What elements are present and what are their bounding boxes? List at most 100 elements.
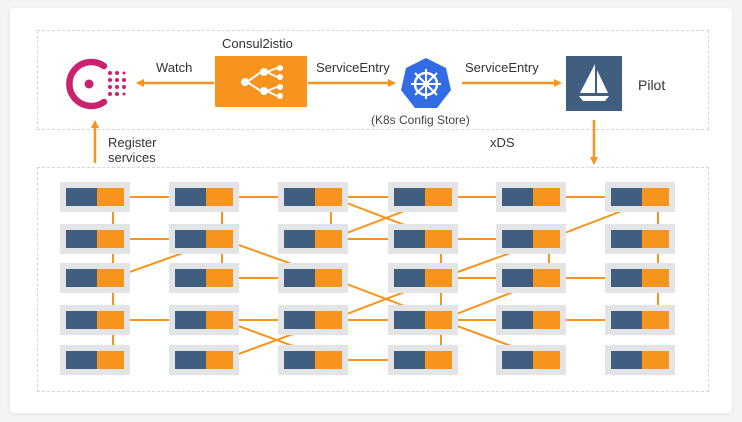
- sidecar-proxy: [533, 351, 560, 369]
- sidecar-proxy: [97, 311, 124, 329]
- sidecar-proxy: [642, 269, 669, 287]
- register-label-line1: Register: [108, 135, 157, 150]
- service-node: [388, 263, 458, 293]
- service-node: [605, 345, 675, 375]
- sailboat-icon: [579, 64, 609, 101]
- service-block: [611, 230, 642, 248]
- service-block: [66, 188, 97, 206]
- sidecar-proxy: [425, 188, 452, 206]
- service-node: [60, 182, 130, 212]
- service-node: [388, 345, 458, 375]
- service-block: [502, 351, 533, 369]
- sidecar-proxy: [425, 311, 452, 329]
- service-node: [60, 224, 130, 254]
- control-plane-region: [37, 30, 709, 130]
- k8s-config-store-label: (K8s Config Store): [371, 113, 470, 127]
- service-node: [388, 182, 458, 212]
- service-block: [394, 230, 425, 248]
- service-node: [60, 263, 130, 293]
- service-block: [502, 311, 533, 329]
- service-block: [394, 311, 425, 329]
- sidecar-proxy: [425, 230, 452, 248]
- service-node: [496, 305, 566, 335]
- service-block: [175, 351, 206, 369]
- sidecar-proxy: [425, 269, 452, 287]
- service-block: [502, 188, 533, 206]
- consul2istio-label: Consul2istio: [222, 36, 293, 51]
- sidecar-proxy: [533, 269, 560, 287]
- sidecar-proxy: [315, 351, 342, 369]
- sidecar-proxy: [315, 311, 342, 329]
- service-block: [611, 311, 642, 329]
- sidecar-proxy: [206, 269, 233, 287]
- service-node: [388, 305, 458, 335]
- sidecar-proxy: [642, 351, 669, 369]
- sidecar-proxy: [97, 269, 124, 287]
- service-block: [175, 269, 206, 287]
- service-entry-label-2: ServiceEntry: [465, 60, 539, 75]
- service-node: [605, 263, 675, 293]
- sidecar-proxy: [97, 230, 124, 248]
- service-node: [278, 345, 348, 375]
- service-block: [502, 269, 533, 287]
- service-node: [496, 263, 566, 293]
- consul2istio-box: [215, 56, 307, 107]
- service-node: [169, 182, 239, 212]
- service-block: [66, 230, 97, 248]
- service-node: [496, 224, 566, 254]
- sidecar-proxy: [642, 230, 669, 248]
- register-label-line2: services: [108, 150, 156, 165]
- service-node: [169, 345, 239, 375]
- sidecar-proxy: [206, 311, 233, 329]
- sidecar-proxy: [97, 351, 124, 369]
- service-node: [169, 224, 239, 254]
- service-node: [169, 305, 239, 335]
- service-node: [605, 182, 675, 212]
- watch-label: Watch: [156, 60, 193, 75]
- service-node: [278, 182, 348, 212]
- sidecar-proxy: [533, 188, 560, 206]
- data-plane-region: [37, 167, 709, 392]
- service-node: [278, 305, 348, 335]
- service-node: [496, 182, 566, 212]
- pilot-box: [566, 56, 622, 111]
- service-block: [394, 188, 425, 206]
- service-node: [278, 224, 348, 254]
- sidecar-proxy: [315, 188, 342, 206]
- sidecar-proxy: [315, 269, 342, 287]
- service-node: [496, 345, 566, 375]
- pilot-label: Pilot: [638, 77, 666, 93]
- service-block: [284, 188, 315, 206]
- sidecar-proxy: [425, 351, 452, 369]
- sidecar-proxy: [533, 230, 560, 248]
- sidecar-proxy: [533, 311, 560, 329]
- sidecar-proxy: [206, 230, 233, 248]
- service-node: [60, 345, 130, 375]
- service-block: [394, 351, 425, 369]
- service-block: [66, 311, 97, 329]
- service-block: [66, 351, 97, 369]
- service-block: [611, 269, 642, 287]
- service-block: [175, 230, 206, 248]
- service-block: [175, 311, 206, 329]
- service-node: [605, 224, 675, 254]
- service-node: [605, 305, 675, 335]
- service-block: [66, 269, 97, 287]
- sidecar-proxy: [206, 351, 233, 369]
- sidecar-proxy: [642, 311, 669, 329]
- service-block: [394, 269, 425, 287]
- service-node: [60, 305, 130, 335]
- service-block: [502, 230, 533, 248]
- sidecar-proxy: [206, 188, 233, 206]
- service-block: [175, 188, 206, 206]
- sidecar-proxy: [642, 188, 669, 206]
- service-block: [284, 230, 315, 248]
- service-block: [611, 351, 642, 369]
- service-node: [278, 263, 348, 293]
- service-entry-label: ServiceEntry: [316, 60, 390, 75]
- hierarchy-tree-icon: [241, 65, 283, 99]
- service-block: [284, 269, 315, 287]
